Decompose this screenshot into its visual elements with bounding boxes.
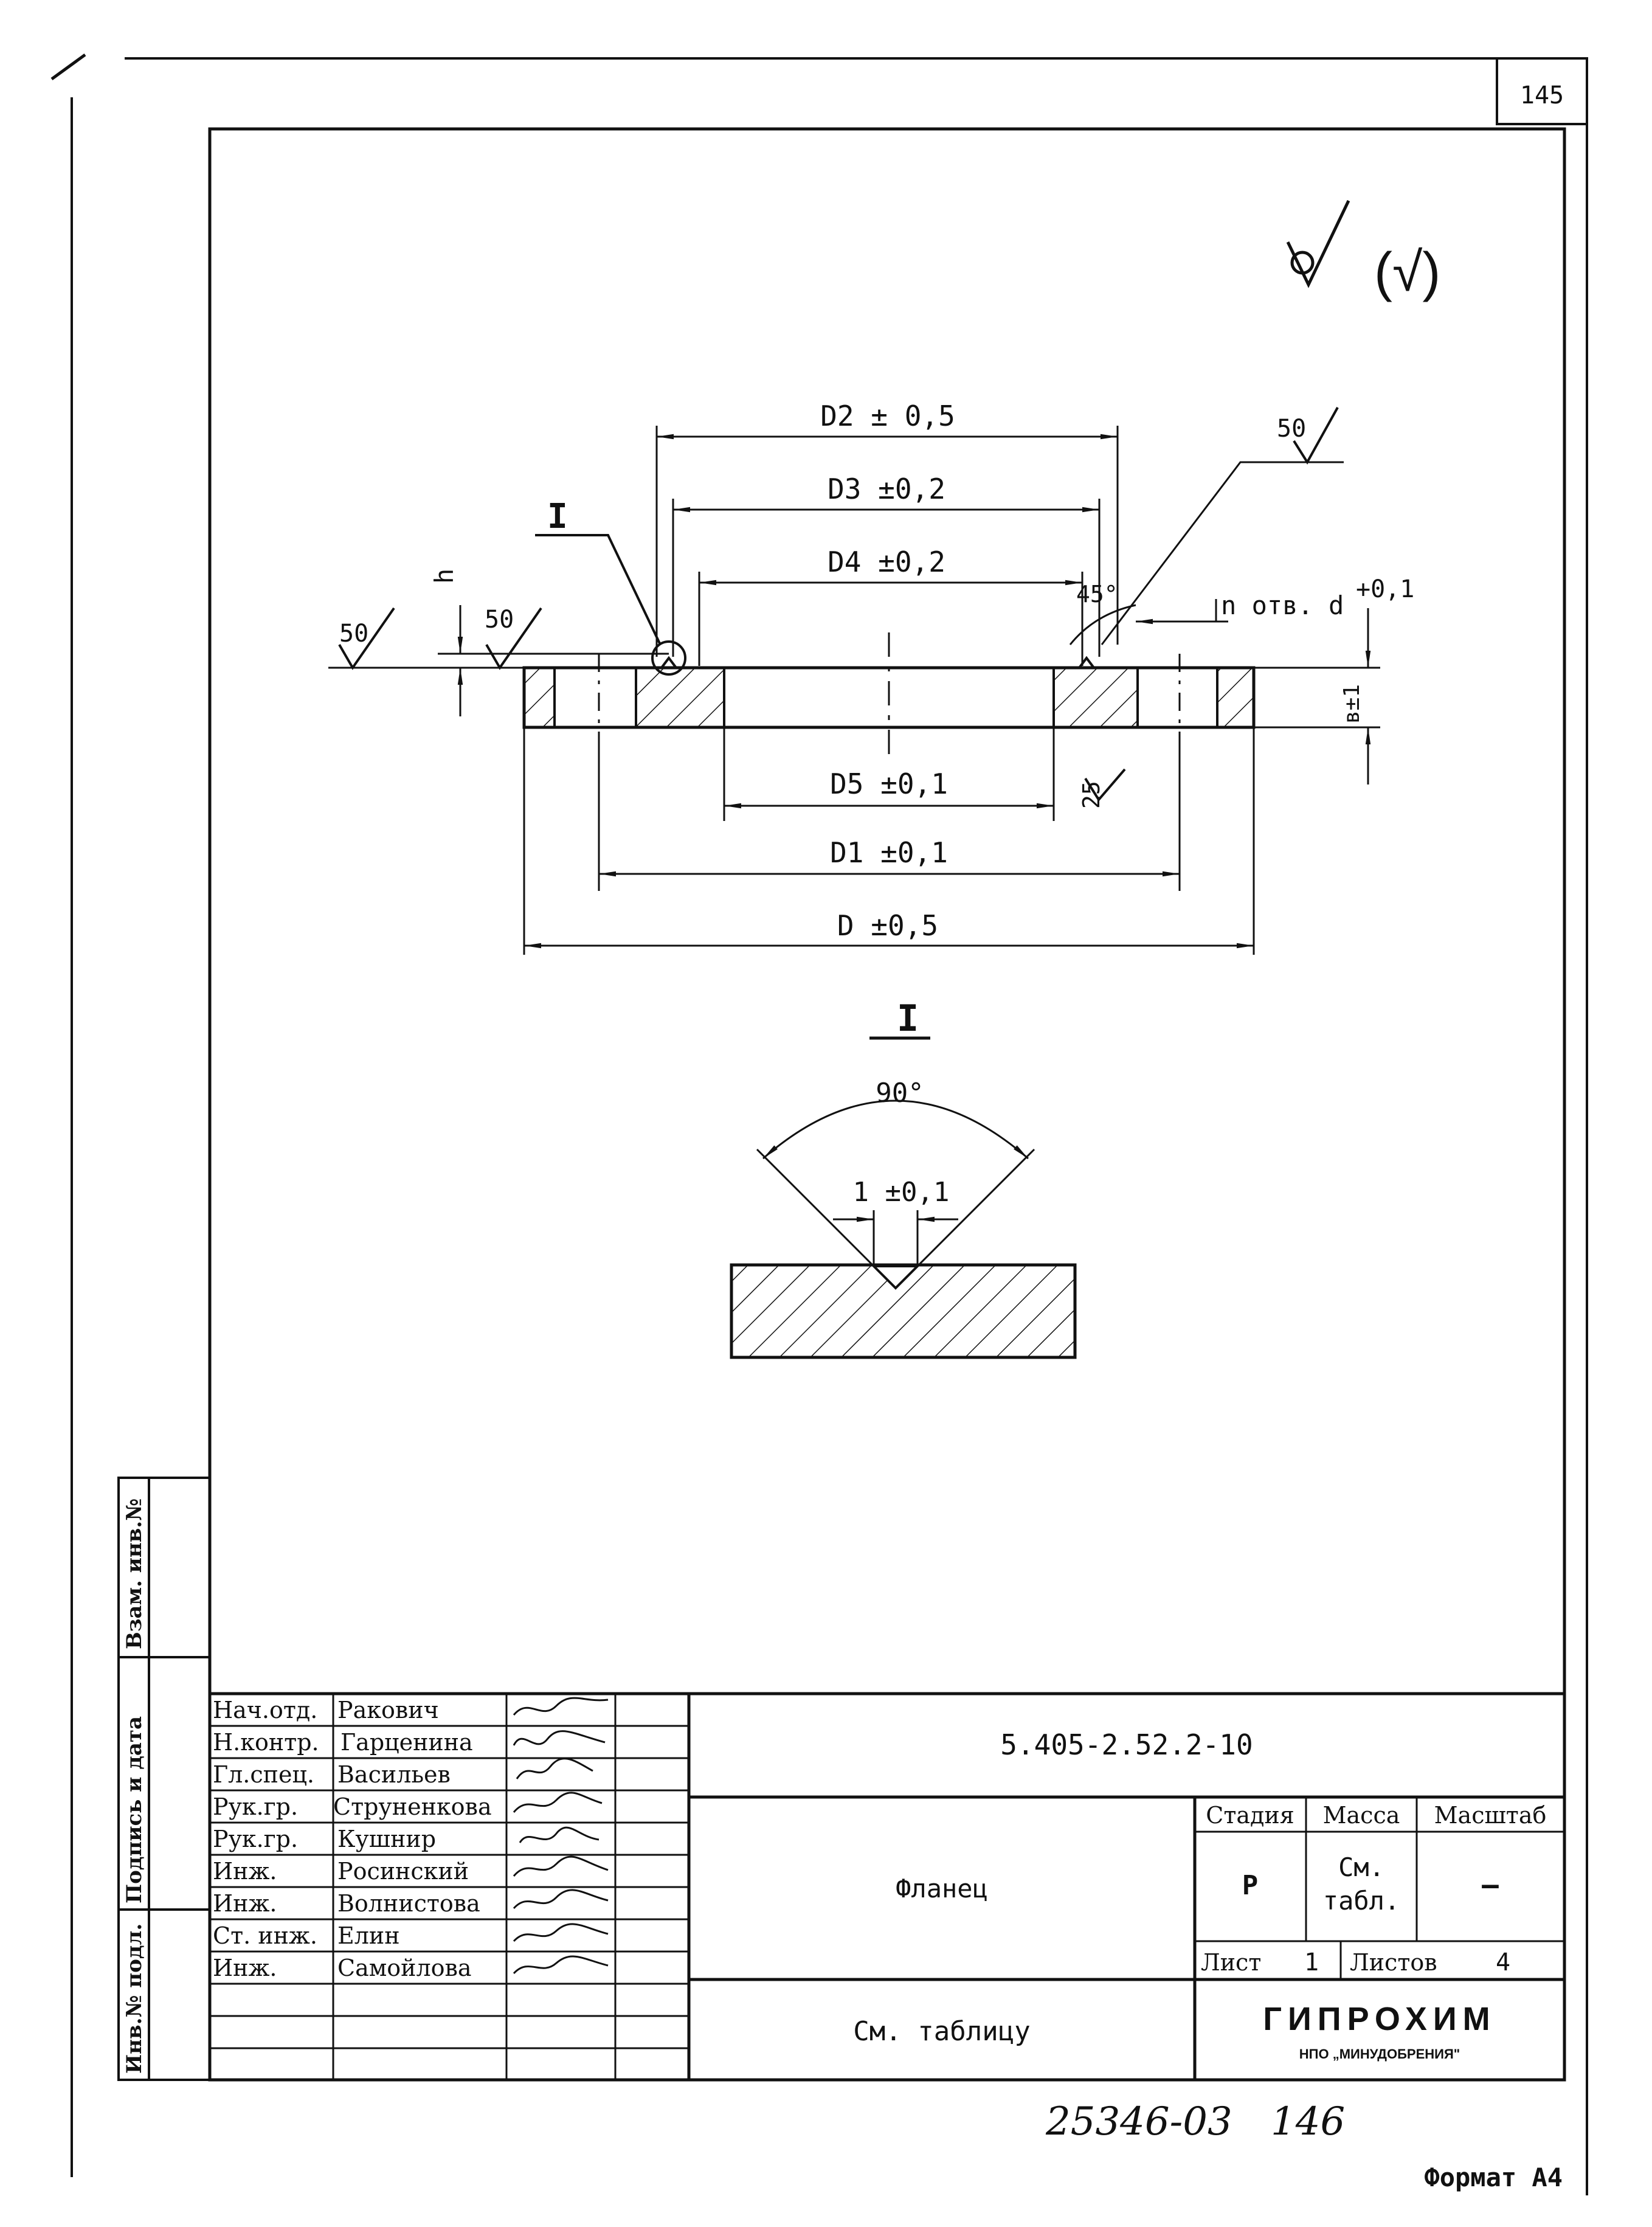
organization-name: ГИПРОХИМ <box>1263 2001 1496 2037</box>
staff-name: Волнистова <box>337 1890 480 1917</box>
staff-role: Рук.гр. <box>213 1826 298 1852</box>
stage-label: Стадия <box>1206 1802 1294 1829</box>
part-name: Фланец <box>896 1874 988 1903</box>
staff-role: Рук.гр. <box>213 1793 298 1820</box>
roughness-left-inner-value: 50 <box>485 606 514 634</box>
organization-sub: НПО „МИНУДОБРЕНИЯ" <box>1299 2046 1460 2062</box>
scale-value: – <box>1482 1868 1499 1901</box>
sheet-value: 1 <box>1304 1948 1319 1976</box>
document-code: 5.405-2.52.2-10 <box>1000 1728 1253 1761</box>
roughness-bracket-icon: (√) <box>1374 242 1440 303</box>
roughness-left-inner: 50 <box>485 606 542 670</box>
staff-name: Росинский <box>337 1858 469 1885</box>
staff-row-lines <box>210 1725 689 2049</box>
dim-chamfer: 45° <box>1076 581 1118 608</box>
side-stamp-replace-inv: Взам. инв.№ <box>122 1498 147 1649</box>
dim-d1: D1 ±0,1 <box>830 836 948 869</box>
hatch-left-outer <box>525 669 555 726</box>
sheets-label: Листов <box>1350 1949 1437 1976</box>
dim-h: h <box>429 569 459 584</box>
material: См. таблицу <box>853 2016 1030 2047</box>
detail-view: I 90° 1 ±0,1 <box>730 997 1077 1359</box>
detail-callout-label: I <box>547 497 568 536</box>
stage-value: Р <box>1242 1870 1259 1901</box>
dim-thickness: в±1 <box>1339 684 1364 724</box>
sheets-value: 4 <box>1496 1948 1510 1976</box>
roughness-top-right: 50 <box>1277 407 1339 465</box>
flange-section <box>522 604 1256 754</box>
staff-name: Кушнир <box>337 1826 436 1852</box>
sheet-format: Формат А4 <box>1424 2163 1563 2192</box>
roughness-left-outer: 50 <box>338 607 395 670</box>
dim-holes: n отв. d <box>1221 591 1344 620</box>
staff-role: Ст. инж. <box>213 1922 317 1949</box>
sheet-number: 145 <box>1520 81 1564 109</box>
staff-name: Ракович <box>337 1697 439 1723</box>
roughness-bottom-value: 25 <box>1078 781 1105 809</box>
scale-label: Масштаб <box>1434 1802 1547 1829</box>
mass-value-line2: табл. <box>1323 1886 1400 1916</box>
detail-callout-circle <box>651 640 686 676</box>
roughness-left-outer-value: 50 <box>339 620 368 648</box>
staff-list: Нач.отд. Ракович Н.контр. Гарценина Гл.с… <box>213 1697 492 1981</box>
title-block <box>208 1692 1566 2082</box>
detail-width: 1 ±0,1 <box>853 1177 950 1208</box>
dim-holes-tolerance: +0,1 <box>1356 575 1414 603</box>
dim-d5: D5 ±0,1 <box>830 767 948 800</box>
roughness-top-right-value: 50 <box>1277 415 1306 443</box>
hatch-left-inner <box>636 669 724 726</box>
handwritten-page: 146 <box>1271 2099 1345 2144</box>
staff-name: Самойлова <box>337 1955 472 1981</box>
side-stamp-signature-date: Подпись и дата <box>122 1716 147 1903</box>
hatch-right-outer <box>1217 669 1253 726</box>
hatch-right-inner <box>1054 669 1138 726</box>
sheet-label: Лист <box>1201 1949 1261 1976</box>
roughness-bottom: 25 <box>1078 768 1126 809</box>
staff-role: Инж. <box>213 1858 277 1885</box>
staff-role: Инж. <box>213 1955 277 1981</box>
handwritten-number: 25346-03 <box>1045 2099 1232 2144</box>
staff-role: Нач.отд. <box>213 1697 317 1723</box>
staff-role: Н.контр. <box>213 1729 319 1756</box>
staff-name: Васильев <box>337 1761 451 1788</box>
side-stamp: Взам. инв.№ Подпись и дата Инв.№ подл. <box>117 1477 211 2081</box>
mass-value-line1: См. <box>1338 1852 1384 1882</box>
detail-title: I <box>897 997 919 1040</box>
dim-d2: D2 ± 0,5 <box>820 400 955 432</box>
signatures <box>513 1697 609 1975</box>
staff-name: Струненкова <box>333 1793 492 1820</box>
detail-angle: 90° <box>876 1078 924 1109</box>
side-stamp-original-inv: Инв.№ подл. <box>122 1924 147 2074</box>
dim-d: D ±0,5 <box>837 909 938 942</box>
staff-role: Гл.спец. <box>213 1761 314 1788</box>
dimension-lines <box>457 434 1371 949</box>
staff-name: Елин <box>337 1922 400 1949</box>
mass-label: Масса <box>1323 1802 1400 1829</box>
roughness-general: (√) <box>1286 199 1440 303</box>
staff-name: Гарценина <box>340 1729 473 1756</box>
dim-d3: D3 ±0,2 <box>828 473 945 505</box>
staff-role: Инж. <box>213 1890 277 1917</box>
dim-d4: D4 ±0,2 <box>828 545 945 578</box>
